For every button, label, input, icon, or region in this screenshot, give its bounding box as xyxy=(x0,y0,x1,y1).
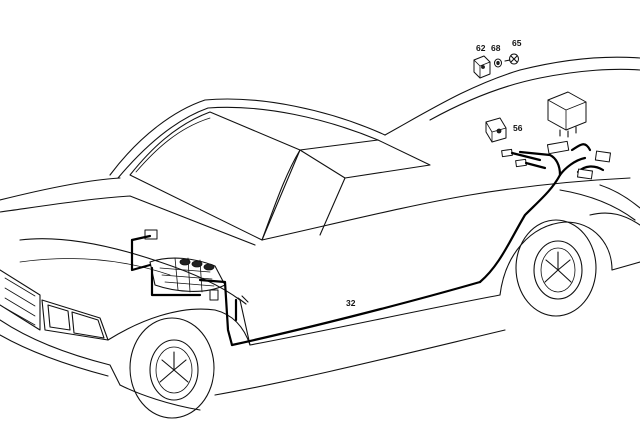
rear-wheel xyxy=(515,219,597,317)
car-body-outline xyxy=(0,56,640,411)
screw-part-65 xyxy=(504,53,519,65)
callout-68: 68 xyxy=(491,43,501,53)
bracket-part-56 xyxy=(485,117,507,143)
callout-65: 65 xyxy=(512,38,522,48)
washer-part-68 xyxy=(494,58,502,68)
wiring-harness xyxy=(130,143,605,347)
harness-connectors xyxy=(501,140,611,180)
bracket-part-62 xyxy=(473,55,491,79)
engine-components xyxy=(144,229,249,305)
callout-62: 62 xyxy=(476,43,486,53)
front-wheel xyxy=(129,317,215,419)
callout-32: 32 xyxy=(346,298,356,308)
callout-56: 56 xyxy=(513,123,523,133)
relay-box xyxy=(547,91,587,138)
